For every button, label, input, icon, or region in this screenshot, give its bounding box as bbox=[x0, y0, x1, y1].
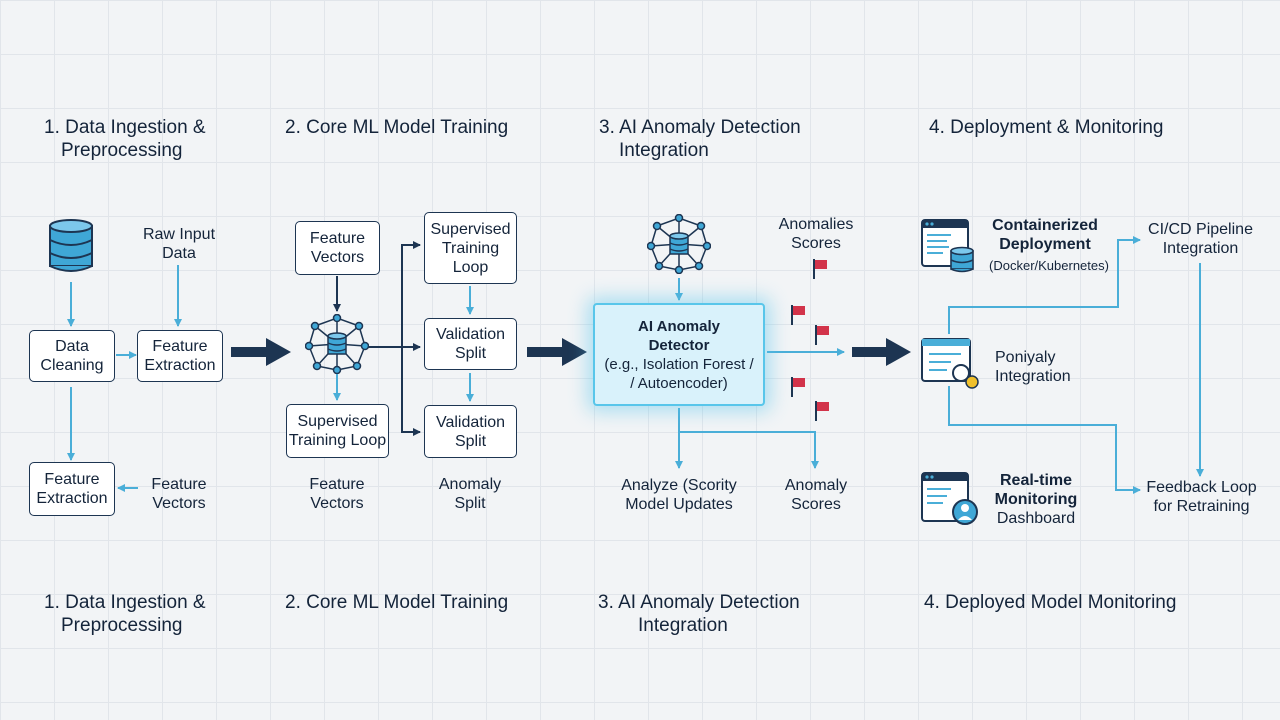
containerized-deployment-label: Containerized Deployment bbox=[992, 217, 1098, 253]
header-stage3: 3. AI Anomaly Detection Integration bbox=[599, 117, 801, 161]
stage2-connectors-blue bbox=[333, 286, 474, 402]
stage1-connectors bbox=[67, 265, 182, 492]
database-icon bbox=[49, 219, 93, 272]
containerized-sub-label: (Docker/Kubernetes) bbox=[989, 258, 1109, 273]
ai-anomaly-detector-box[interactable]: AI Anomaly Detector (e.g., Isolation For… bbox=[593, 303, 765, 406]
neural-network-icon bbox=[305, 314, 369, 374]
footer-stage1: 1. Data Ingestion & Preprocessing bbox=[44, 592, 206, 636]
neural-network-icon-2 bbox=[647, 214, 711, 274]
header-stage4: 4. Deployment & Monitoring bbox=[929, 117, 1164, 138]
monitoring-integration-icon bbox=[921, 338, 979, 389]
anomaly-split-label: Anomaly Split bbox=[438, 476, 502, 512]
dashboard-user-icon bbox=[921, 472, 978, 525]
stage2-connectors bbox=[333, 241, 421, 436]
header-stage2: 2. Core ML Model Training bbox=[285, 117, 509, 138]
realtime-monitoring-label: Real-time Monitoring Dashboard bbox=[994, 472, 1078, 527]
analyze-model-updates-label: Analyze (Scority Model Updates bbox=[621, 477, 737, 513]
stage3-connectors bbox=[675, 278, 845, 469]
flag-icon bbox=[791, 305, 805, 325]
stage4-connectors bbox=[948, 236, 1204, 494]
flag-icon bbox=[791, 377, 805, 397]
anomaly-scores-label: Anomaly Scores bbox=[784, 477, 848, 513]
flag-icon bbox=[815, 401, 829, 421]
raw-input-label: Raw Input Data bbox=[142, 226, 216, 262]
footer-stage4: 4. Deployed Model Monitoring bbox=[924, 592, 1177, 613]
feature-vectors-label-s2: Feature Vectors bbox=[309, 476, 365, 512]
big-arrows bbox=[231, 338, 911, 366]
anomalies-scores-label: Anomalies Scores bbox=[778, 216, 854, 252]
feature-vectors-label-s1: Feature Vectors bbox=[151, 476, 207, 512]
cicd-pipeline-label: CI/CD Pipeline Integration bbox=[1148, 221, 1253, 257]
poniyaly-integration-label: Poniyaly Integration bbox=[995, 349, 1071, 385]
footer-stage3: 3. AI Anomaly Detection Integration bbox=[598, 592, 800, 636]
footer-stage2: 2. Core ML Model Training bbox=[285, 592, 509, 613]
flag-icon bbox=[813, 259, 827, 279]
flag-icon bbox=[815, 325, 829, 345]
header-stage1: 1. Data Ingestion & Preprocessing bbox=[44, 117, 206, 161]
feedback-loop-label: Feedback Loop for Retraining bbox=[1146, 479, 1257, 515]
container-deployment-icon bbox=[921, 219, 974, 273]
